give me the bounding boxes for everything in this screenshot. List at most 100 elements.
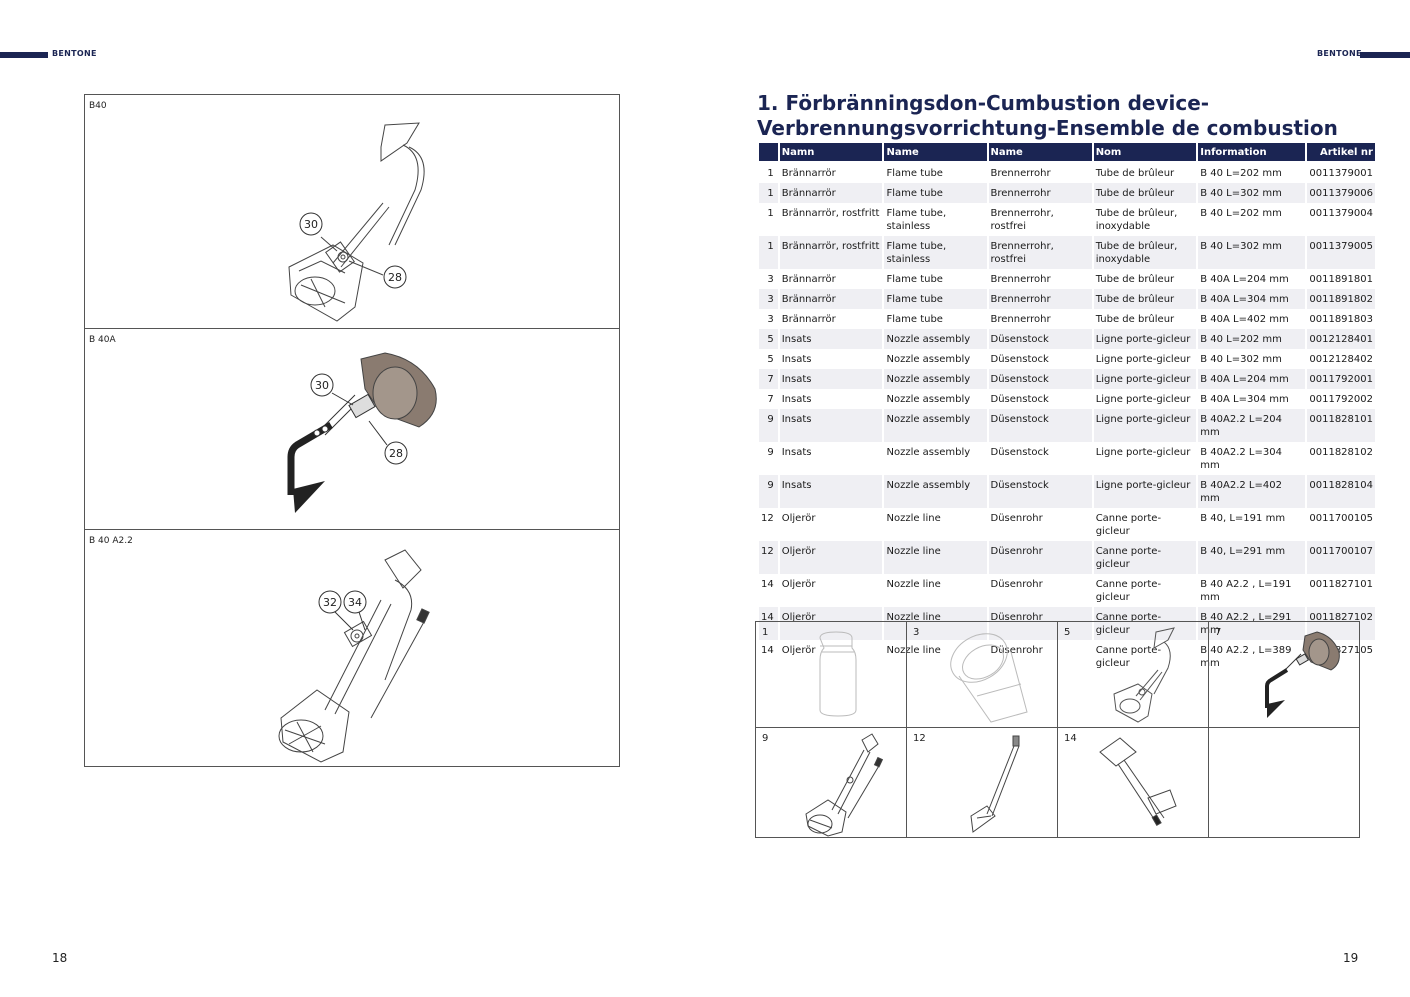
cell-name-de: Düsenstock — [990, 447, 1049, 458]
cell-namn: Brännarrör — [779, 183, 883, 203]
cell-name-de: Düsenstock — [990, 354, 1049, 365]
cell-name-en: Nozzle assembly — [884, 475, 987, 508]
cell-artikel-nr: 0011828102 — [1309, 447, 1373, 458]
cell-nom: Ligne porte-gicleur — [1093, 475, 1197, 508]
table-header-row: Namn Name Name Nom Information Artikel n… — [759, 143, 1375, 161]
callout-30: 30 — [299, 212, 323, 236]
cell-artikel-nr: 0011828104 — [1307, 475, 1375, 508]
cell-artikel-nr: 0011379005 — [1307, 236, 1375, 269]
cell-pos: 12 — [761, 513, 774, 524]
cell-namn: Oljerör — [781, 579, 816, 590]
diagram-b40: B40 — [85, 95, 619, 329]
cell-name-en: Nozzle line — [886, 579, 941, 590]
thumb-item-12: 12 — [907, 728, 1058, 838]
cell-name-de: Brennerrohr — [990, 168, 1051, 179]
cell-pos: 1 — [767, 208, 774, 219]
cell-artikel-nr: 0011828101 — [1307, 409, 1375, 442]
cell-information: B 40A2.2 L=304 mm — [1200, 447, 1282, 471]
cell-artikel-nr: 0011792001 — [1307, 369, 1375, 389]
cell-nom: Tube de brûleur — [1095, 314, 1175, 325]
header-pos — [759, 143, 778, 161]
cell-name-en: Nozzle assembly — [886, 354, 971, 365]
callout-28: 28 — [383, 265, 407, 289]
thumb-item-7: 7 — [1209, 622, 1360, 728]
cell-information: B 40 L=302 mm — [1198, 236, 1306, 269]
cell-artikel-nr: 0011700105 — [1309, 513, 1373, 524]
cell-name-en: Flame tube, stainless — [884, 236, 987, 269]
cell-information: B 40 L=302 mm — [1198, 183, 1306, 203]
cell-name-en: Nozzle assembly — [884, 369, 987, 389]
cell-artikel-nr: 0012128402 — [1309, 354, 1373, 365]
cell-pos: 14 — [761, 579, 774, 590]
cell-information: B 40 L=202 mm — [1200, 168, 1282, 179]
cell-information: B 40 L=202 mm — [1198, 329, 1306, 349]
cell-artikel-nr: 0012128401 — [1307, 329, 1375, 349]
header-namn: Namn — [779, 143, 883, 161]
cell-name-de: Brennerrohr — [988, 183, 1092, 203]
cell-nom: Tube de brûleur, inoxydable — [1095, 208, 1178, 232]
cell-information: B 40 A2.2 , L=389 mm — [1200, 645, 1292, 669]
cell-namn: Oljerör — [781, 513, 816, 524]
cell-namn: Brännarrör — [781, 314, 836, 325]
cell-namn: Insats — [781, 354, 812, 365]
page-number-right: 19 — [1343, 951, 1359, 965]
thumb-item-3: 3 — [907, 622, 1058, 728]
cell-namn: Oljerör — [779, 607, 883, 640]
flame-tube-angled-icon — [950, 633, 1028, 723]
cell-artikel-nr: 0011379001 — [1309, 168, 1373, 179]
cell-name-de: Brennerrohr — [990, 314, 1051, 325]
cell-information: B 40 A2.2 , L=291 mm — [1198, 607, 1306, 640]
cell-name-en: Nozzle assembly — [886, 447, 971, 458]
cell-name-de: Düsenrohr — [990, 645, 1043, 656]
cell-nom: Canne porte-gicleur — [1093, 607, 1197, 640]
cell-artikel-nr: 0011827101 — [1309, 579, 1373, 590]
cell-name-en: Nozzle line — [886, 513, 941, 524]
diagram-b40a: B 40A 30 28 — [85, 329, 619, 530]
svg-text:28: 28 — [388, 271, 402, 284]
cell-nom: Ligne porte-gicleur — [1095, 447, 1191, 458]
thumb-item-5: 5 — [1058, 622, 1209, 728]
brand-label-right: BENTONE — [1317, 49, 1362, 58]
cell-nom: Tube de brûleur — [1095, 168, 1175, 179]
cell-nom: Ligne porte-gicleur — [1093, 369, 1197, 389]
cell-namn: Oljerör — [781, 645, 816, 656]
cell-namn: Brännarrör, rostfritt — [779, 236, 883, 269]
nozzle-assembly-a-icon — [1265, 631, 1340, 718]
cell-name-en: Flame tube — [886, 314, 943, 325]
cell-pos: 1 — [759, 183, 778, 203]
right-page: BENTONE 1. Förbränningsdon-Cumbustion de… — [705, 0, 1410, 997]
svg-text:34: 34 — [348, 596, 362, 609]
cell-name-en: Flame tube, stainless — [886, 208, 947, 232]
b40a-assembly-drawing: 30 28 — [287, 352, 437, 513]
header-nom: Nom — [1093, 143, 1197, 161]
svg-text:30: 30 — [315, 379, 329, 392]
table-row: 1 Brännarrör, rostfritt Flame tube, stainl… — [759, 203, 1375, 236]
cell-pos: 1 — [767, 168, 774, 179]
diagram-label: B 40A — [89, 335, 116, 345]
cell-namn: Brännarrör, rostfritt — [781, 208, 880, 219]
cell-namn: Oljerör — [779, 541, 883, 574]
cell-pos: 9 — [759, 409, 778, 442]
cell-nom: Canne porte-gicleur — [1095, 579, 1162, 603]
cell-nom: Ligne porte-gicleur — [1093, 409, 1197, 442]
cell-name-de: Brennerrohr — [988, 289, 1092, 309]
left-page: BENTONE B40 — [0, 49, 620, 965]
cell-pos: 3 — [767, 274, 774, 285]
cell-artikel-nr: 0011891802 — [1307, 289, 1375, 309]
cell-namn: Insats — [779, 475, 883, 508]
cell-name-en: Nozzle assembly — [884, 329, 987, 349]
cell-nom: Ligne porte-gicleur — [1095, 394, 1191, 405]
brand-label-left: BENTONE — [52, 49, 97, 58]
cell-name-de: Düsenrohr — [988, 541, 1092, 574]
nozzle-assembly-icon — [1113, 627, 1175, 723]
